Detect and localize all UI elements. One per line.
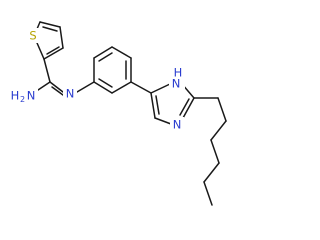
hexyl-chain xyxy=(193,97,227,206)
benzene-ring xyxy=(93,46,132,94)
bond-n-phenyl xyxy=(76,81,95,93)
bond-thiophene-amidine xyxy=(43,58,51,83)
atom-label-imine-n: N xyxy=(63,86,77,101)
bond-c4-c5 xyxy=(39,21,61,28)
bond-im-c2-n3-inner xyxy=(179,98,190,116)
bond-amidine-n-double-a xyxy=(49,81,64,93)
chemical-structure-diagram: S H 2 N N H N N xyxy=(10,21,227,206)
bond-phenyl-imidazole xyxy=(130,81,152,94)
bond-im-c5-c4-inner xyxy=(155,95,160,115)
bond-im-c5-c4 xyxy=(150,92,156,119)
bond-chain-6 xyxy=(203,181,213,206)
bond-chain-5 xyxy=(203,162,220,183)
bond-c3-c4 xyxy=(59,26,64,49)
bond-im-n3-c5 xyxy=(154,117,172,125)
bond-amidine-n-double-b xyxy=(51,86,64,96)
atom-label-imidazole-nh: H N xyxy=(169,66,185,92)
amine-h-label: H xyxy=(11,89,20,103)
sulfur-label: S xyxy=(29,29,36,43)
atom-label-s: S xyxy=(27,28,40,43)
bond-ph-inner-c xyxy=(98,78,113,88)
atom-label-imidazole-n: N xyxy=(170,117,184,132)
bond-im-c2-n3 xyxy=(182,97,195,119)
bond-ph-5-6 xyxy=(111,81,132,94)
bond-c2-c3-inner xyxy=(46,46,60,55)
imidazole-nh-label: N xyxy=(172,77,181,91)
bond-ph-2-3 xyxy=(93,46,113,59)
amine-subscript: 2 xyxy=(20,95,25,104)
bond-ph-3-4 xyxy=(111,46,132,59)
bond-c2-c3 xyxy=(43,47,64,60)
bond-c4-c5-inner xyxy=(42,26,58,32)
imidazole-h-label: H xyxy=(174,66,183,80)
atom-label-nh2: H 2 N xyxy=(10,88,38,104)
bond-ph-inner-a xyxy=(98,52,113,62)
bond-im-c4-nh xyxy=(150,83,171,94)
bond-chain-2 xyxy=(217,97,227,122)
bond-chain-4 xyxy=(210,139,220,164)
imine-n-label: N xyxy=(66,87,75,101)
bond-ph-6-1 xyxy=(93,81,113,94)
imidazole-n-label: N xyxy=(173,118,182,132)
bond-chain-3 xyxy=(210,120,227,141)
amine-n-label: N xyxy=(27,89,36,103)
